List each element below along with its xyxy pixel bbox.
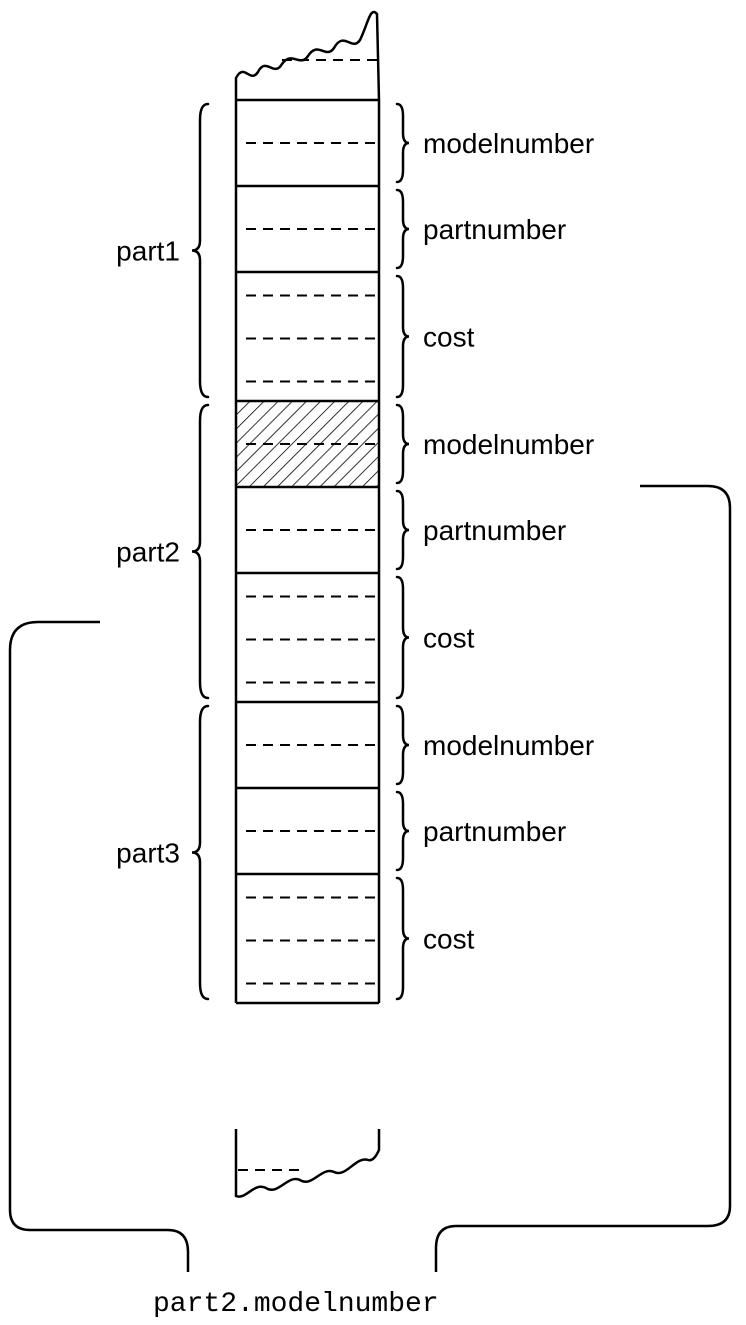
field-brace — [395, 274, 410, 399]
field-label-partnumber: partnumber — [423, 214, 566, 245]
expression-label: part2.modelnumber — [153, 1289, 439, 1320]
field-label-cost: cost — [423, 924, 475, 955]
part-brace — [191, 704, 210, 1001]
part-brace — [191, 102, 210, 399]
field-brace — [395, 790, 410, 872]
part-label-part2: part2 — [116, 537, 180, 568]
memory-cells — [234, 98, 381, 1005]
field-brace — [395, 876, 410, 1001]
memory-strip-bottom-torn — [234, 1129, 381, 1198]
part-label-part3: part3 — [116, 838, 180, 869]
field-label-partnumber: partnumber — [423, 515, 566, 546]
modelnumber-connector-line — [434, 484, 732, 1272]
field-brace — [395, 403, 410, 485]
field-label-partnumber: partnumber — [423, 816, 566, 847]
part-label-part1: part1 — [116, 236, 180, 267]
field-label-modelnumber: modelnumber — [423, 128, 594, 159]
field-braces: modelnumber partnumber cost modelnumber part… — [395, 102, 594, 1001]
field-brace — [395, 704, 410, 786]
field-brace — [395, 575, 410, 700]
part-braces: part1 part2 part3 — [116, 102, 210, 1001]
field-brace — [395, 188, 410, 270]
field-label-modelnumber: modelnumber — [423, 730, 594, 761]
field-brace — [395, 489, 410, 571]
part-brace — [191, 403, 210, 700]
field-label-cost: cost — [423, 322, 475, 353]
memory-strip-top-torn — [234, 10, 381, 101]
field-brace — [395, 102, 410, 184]
part2-connector-line — [8, 620, 190, 1272]
field-label-modelnumber: modelnumber — [423, 429, 594, 460]
field-label-cost: cost — [423, 623, 475, 654]
